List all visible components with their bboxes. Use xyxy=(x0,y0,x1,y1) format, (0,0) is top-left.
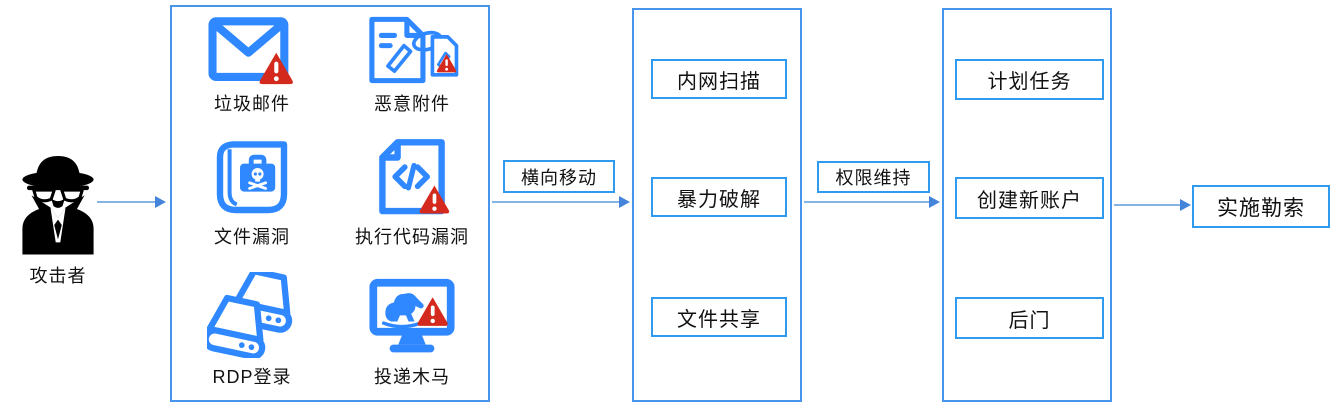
warning-triangle-icon xyxy=(419,185,450,214)
vector-label: 执行代码漏洞 xyxy=(355,227,469,247)
attacker-node: 攻击者 xyxy=(8,150,108,288)
vector-label: 投递木马 xyxy=(374,367,450,387)
vector-label: 文件漏洞 xyxy=(214,227,290,247)
vector-code-execution: 执行代码漏洞 xyxy=(332,137,492,249)
tactic-file-sharing: 文件共享 xyxy=(651,297,787,337)
attacker-label: 攻击者 xyxy=(29,266,87,286)
privilege-persistence-label: 权限维持 xyxy=(817,161,930,193)
warning-triangle-icon xyxy=(259,52,293,85)
rdp-login-icon xyxy=(207,272,293,358)
vector-malicious-attachment: 恶意附件 xyxy=(332,15,492,116)
lateral-movement-label: 横向移动 xyxy=(503,160,615,193)
spy-icon xyxy=(22,156,94,255)
warning-triangle-icon xyxy=(436,53,457,73)
trojan-delivery-icon xyxy=(369,278,455,353)
tactic-scheduled-task: 计划任务 xyxy=(955,59,1104,100)
tactic-intranet-scan: 内网扫描 xyxy=(651,59,787,99)
spam-mail-icon xyxy=(208,17,293,85)
arrow-stage2-to-stage3 xyxy=(804,196,940,208)
trojan-horse-glyph xyxy=(385,293,424,322)
arrow-attacker-to-stage1 xyxy=(97,196,166,208)
tactic-brute-force: 暴力破解 xyxy=(651,177,787,217)
arrow-stage1-to-stage2 xyxy=(492,196,630,208)
malicious-attachment-icon xyxy=(369,16,459,84)
vector-file-vulnerability: 文件漏洞 xyxy=(172,137,332,249)
vector-trojan-delivery: 投递木马 xyxy=(332,267,492,389)
vector-rdp-login: RDP登录 xyxy=(172,267,332,389)
vector-label: 垃圾邮件 xyxy=(214,94,290,114)
vector-label: RDP登录 xyxy=(212,367,292,387)
file-vulnerability-icon xyxy=(216,141,288,214)
stage3-box: 计划任务 创建新账户 后门 xyxy=(942,8,1112,402)
stage1-box: 垃圾邮件 恶意附件 xyxy=(170,5,490,402)
stage2-box: 内网扫描 暴力破解 文件共享 xyxy=(632,8,802,402)
tactic-backdoor: 后门 xyxy=(955,297,1104,339)
final-ransom-box: 实施勒索 xyxy=(1192,185,1330,228)
vector-spam-mail: 垃圾邮件 xyxy=(172,15,332,116)
tactic-create-account: 创建新账户 xyxy=(955,177,1104,219)
code-execution-vulnerability-icon xyxy=(379,139,450,215)
warning-triangle-icon xyxy=(417,297,448,326)
arrow-stage3-to-final xyxy=(1114,199,1191,211)
vector-label: 恶意附件 xyxy=(374,94,450,114)
